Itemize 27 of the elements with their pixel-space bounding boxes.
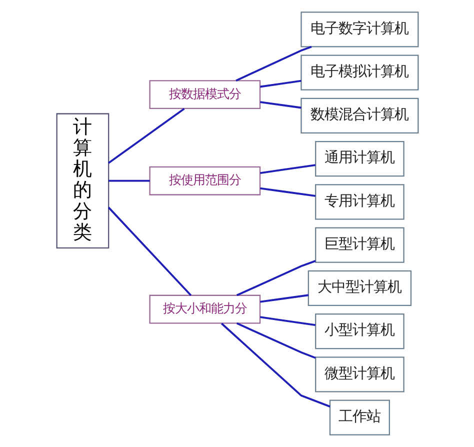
node-box: 专用计算机 bbox=[314, 184, 404, 220]
connector bbox=[236, 322, 316, 359]
node-box: 大中型计算机 bbox=[307, 270, 412, 306]
node-box: 工作站 bbox=[328, 400, 390, 436]
connector bbox=[260, 187, 316, 197]
connector bbox=[260, 101, 301, 109]
connector bbox=[260, 316, 316, 326]
node-box: 通用计算机 bbox=[314, 140, 404, 177]
node-box: 按使用范围分 bbox=[148, 166, 260, 196]
node-box: 计算机的分类 bbox=[56, 113, 109, 249]
node-box: 按大小和能力分 bbox=[148, 294, 260, 324]
connector bbox=[236, 260, 316, 296]
connector bbox=[260, 164, 316, 174]
connector bbox=[108, 180, 150, 182]
connector bbox=[108, 108, 184, 164]
node-box: 微型计算机 bbox=[314, 356, 404, 392]
node-box: 电子数字计算机 bbox=[300, 12, 418, 48]
node-box: 小型计算机 bbox=[314, 314, 404, 350]
node-box: 按数据模式分 bbox=[148, 80, 260, 110]
node-box: 电子模拟计算机 bbox=[300, 54, 418, 90]
connector bbox=[220, 322, 330, 408]
node-box: 数模混合计算机 bbox=[300, 98, 418, 134]
connector bbox=[260, 80, 301, 88]
node-box: 巨型计算机 bbox=[314, 227, 404, 263]
connector bbox=[107, 206, 192, 296]
connector bbox=[235, 46, 312, 82]
connector bbox=[260, 294, 308, 303]
